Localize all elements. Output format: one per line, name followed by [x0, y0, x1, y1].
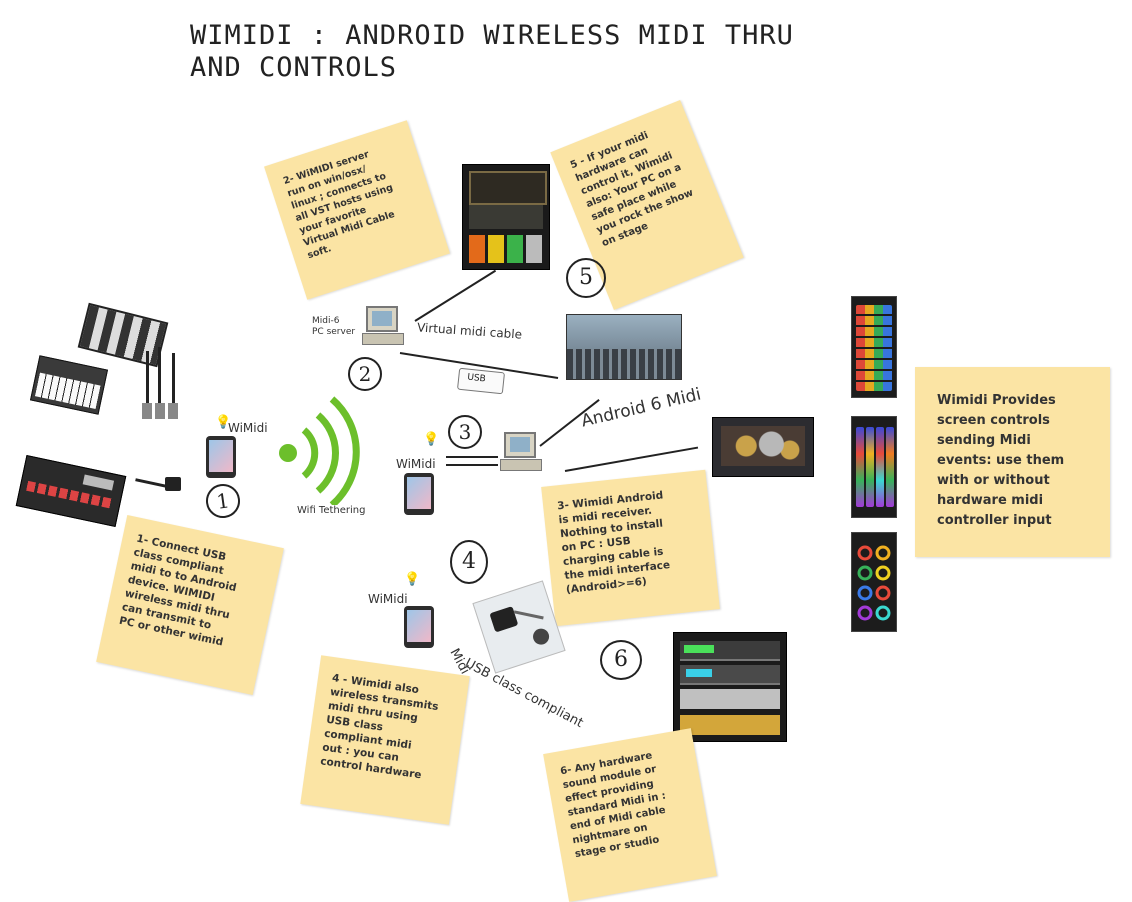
- usb-cable-icon: [446, 450, 500, 472]
- step-4-marker: 4: [450, 540, 488, 584]
- lightbulb-icon: 💡: [404, 572, 421, 587]
- sticky-note-2: 2- WiMIDI server run on win/osx/ linux ;…: [264, 120, 450, 300]
- midi-pc-server-label: Midi-6 PC server: [312, 316, 356, 337]
- hardware-rack-photo: [673, 632, 787, 742]
- knob-controller-screen: [851, 532, 897, 632]
- step-6-marker: 6: [600, 640, 642, 680]
- guitar-amp-plugin-screenshot: [462, 164, 550, 270]
- sticky-note-6: 6- Any hardware sound module or effect p…: [543, 728, 717, 902]
- note-7-line: sending Midi: [937, 433, 1031, 448]
- step-2-marker: 2: [348, 357, 382, 391]
- android-phone-icon: [206, 436, 236, 478]
- note-7-line: hardware midi: [937, 493, 1044, 508]
- wimidi-label-2: WiMidi: [396, 457, 436, 471]
- midi-keyboard-icon: [29, 355, 109, 415]
- note-7-line: events: use them: [937, 453, 1065, 468]
- sticky-note-3: 3- Wimidi Android is midi receiver. Noth…: [541, 469, 720, 627]
- drum-plugin-screenshot: [712, 417, 814, 477]
- android-6-midi-label: Android 6 Midi: [579, 384, 703, 432]
- wifi-tethering-label: Wifi Tethering: [297, 505, 366, 516]
- lightbulb-icon: 💡: [423, 432, 440, 447]
- usb-tag-text: USB: [466, 372, 487, 385]
- title-line-2: AND CONTROLS: [190, 52, 398, 83]
- note-7-line: screen controls: [937, 413, 1050, 428]
- connector-android-to-drums: [564, 446, 699, 472]
- pad-controller-screen: [851, 296, 897, 398]
- wimidi-label-3: WiMidi: [368, 592, 408, 606]
- sticky-note-4: 4 - Wimidi also wireless transmits midi …: [300, 655, 470, 825]
- usb-otg-adapter-icon: [135, 465, 185, 500]
- android-phone-icon: [404, 473, 434, 515]
- connector-pc-to-amp: [414, 269, 497, 322]
- android-phone-icon: [404, 606, 434, 648]
- pc-server-icon: [362, 306, 404, 346]
- page-title: WIMIDI : ANDROID WIRELESS MIDI THRU AND …: [190, 20, 794, 84]
- drum-machine-icon: [15, 454, 127, 528]
- sticky-note-1: 1- Connect USB class compliant midi to t…: [96, 515, 284, 695]
- step-3-marker: 3: [448, 415, 482, 449]
- recording-studio-photo: [566, 314, 682, 380]
- title-line-1: WIMIDI : ANDROID WIRELESS MIDI THRU: [190, 20, 794, 51]
- usb-midi-cables-icon: [138, 345, 188, 425]
- wifi-signal-icon: [276, 385, 366, 508]
- sticky-note-controls: Wimidi Provides screen controls sending …: [915, 367, 1110, 557]
- lightbulb-icon: 💡: [215, 415, 232, 430]
- wimidi-label-1: WiMidi: [228, 421, 268, 435]
- usb-cable-tag: USB: [456, 367, 506, 395]
- note-7-line: controller input: [937, 513, 1052, 528]
- note-7-line: with or without: [937, 473, 1050, 488]
- android-pc-icon: [500, 432, 542, 472]
- virtual-midi-cable-label: Virtual midi cable: [416, 320, 523, 342]
- usb-class-compliant-label: USB class compliant: [462, 655, 586, 732]
- step-5-marker: 5: [566, 258, 606, 298]
- note-7-line: Wimidi Provides: [937, 393, 1056, 408]
- fader-controller-screen: [851, 416, 897, 518]
- step-1-marker: 1: [203, 481, 243, 521]
